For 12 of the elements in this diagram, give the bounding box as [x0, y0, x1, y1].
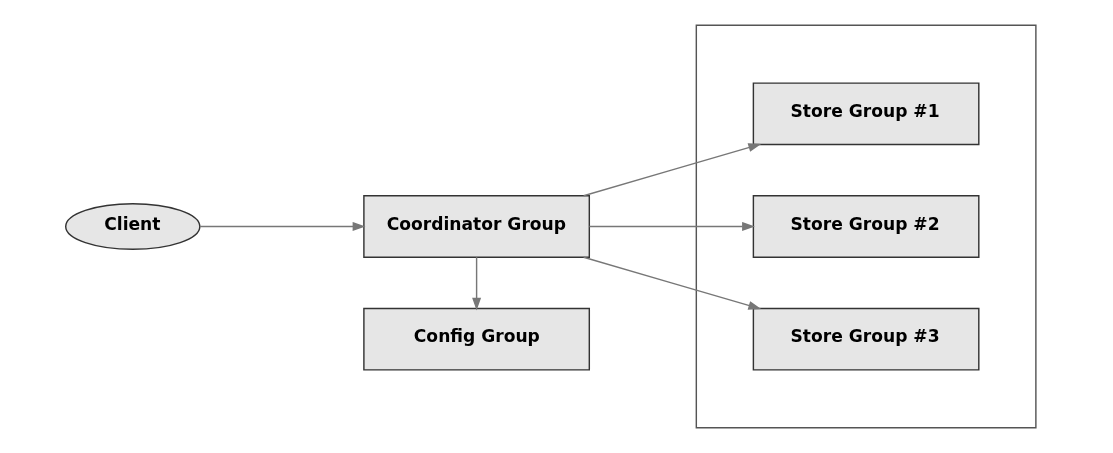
arrow: [582, 143, 762, 197]
node-box: Store Group #3: [752, 307, 980, 371]
arrow: [472, 256, 482, 311]
node-box: Coordinator Group: [363, 195, 591, 258]
cluster: [695, 24, 1037, 429]
node-box: Store Group #1: [752, 82, 980, 146]
node-box: Config Group: [363, 307, 591, 371]
node-box: Store Group #2: [752, 195, 980, 258]
arrow: [588, 222, 755, 231]
node-ellipse: Client: [65, 202, 201, 251]
arrow: [199, 222, 366, 231]
arrow: [582, 256, 762, 310]
